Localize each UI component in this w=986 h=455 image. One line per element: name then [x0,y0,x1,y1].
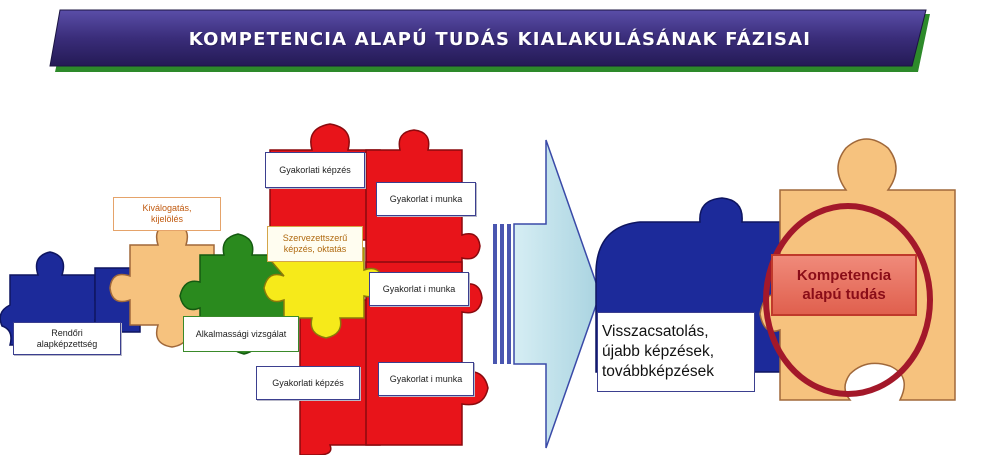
title-banner [49,9,930,72]
label-gyakorlati-munka-2: Gyakorlat i munka [369,272,469,306]
label-szervezettszeru-kepzes: Szervezettszerű képzés, oktatás [267,226,363,262]
process-arrow [493,139,601,449]
label-kivalogatas: Kiválogatás, kijelölés [113,197,221,231]
label-visszacsatolas: Visszacsatolás, újabb képzések, továbbké… [597,312,755,392]
page-title: KOMPETENCIA ALAPÚ TUDÁS KIALAKULÁSÁNAK F… [188,28,812,50]
highlight-circle [763,203,933,397]
label-alkalmassagi-vizsgalat: Alkalmassági vizsgálat [183,316,299,352]
label-gyakorlati-kepzes-bottom: Gyakorlati képzés [256,366,360,400]
label-gyakorlati-munka-1: Gyakorlat i munka [376,182,476,216]
label-gyakorlati-munka-3: Gyakorlat i munka [378,362,474,396]
label-gyakorlati-kepzes-top: Gyakorlati képzés [265,152,365,188]
label-kompetencia-alapu-tudas: Kompetencia alapú tudás [771,254,917,316]
label-rendori-alapkepzettseg: Rendőri alapképzettség [13,322,121,355]
